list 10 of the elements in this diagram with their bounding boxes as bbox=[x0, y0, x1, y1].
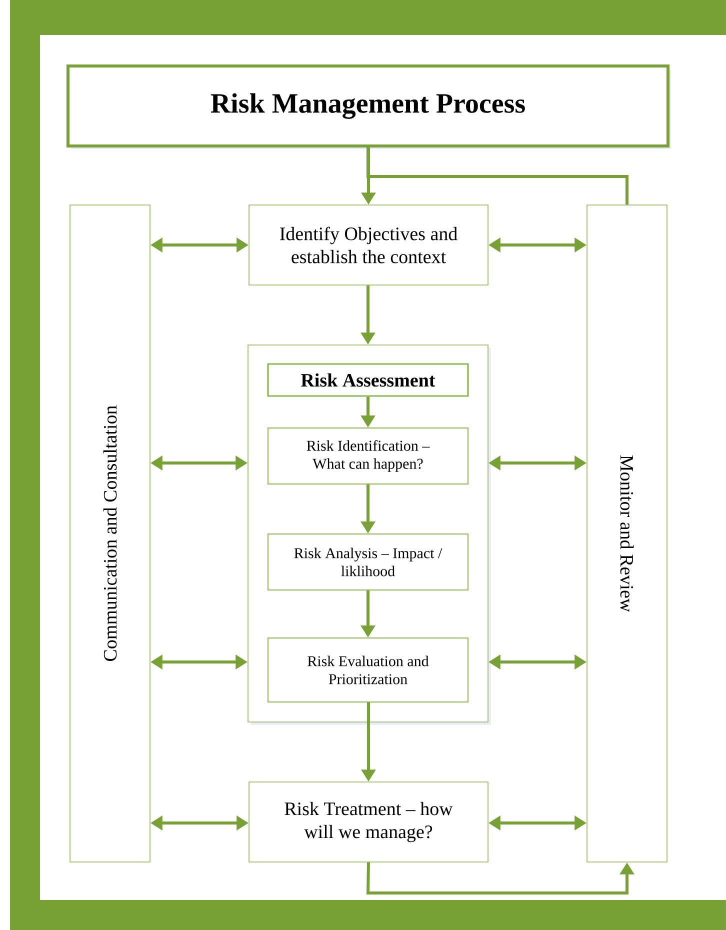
heading-box: Risk Assessment bbox=[267, 363, 469, 397]
process-box: Risk Identification – What can happen? bbox=[268, 428, 468, 484]
process-box: Risk Evaluation and Prioritization bbox=[268, 638, 468, 702]
side-box: Monitor and Review bbox=[586, 204, 668, 862]
connector-line bbox=[366, 148, 628, 205]
side-box: Communication and Consultation bbox=[70, 204, 150, 862]
process-box: Risk Analysis – Impact / liklihood bbox=[268, 534, 468, 590]
process-box: Risk Treatment – how will we manage? bbox=[248, 782, 488, 862]
title-box: Risk Management Process bbox=[66, 64, 671, 149]
process-box: Identify Objectives and establish the context bbox=[248, 204, 488, 286]
